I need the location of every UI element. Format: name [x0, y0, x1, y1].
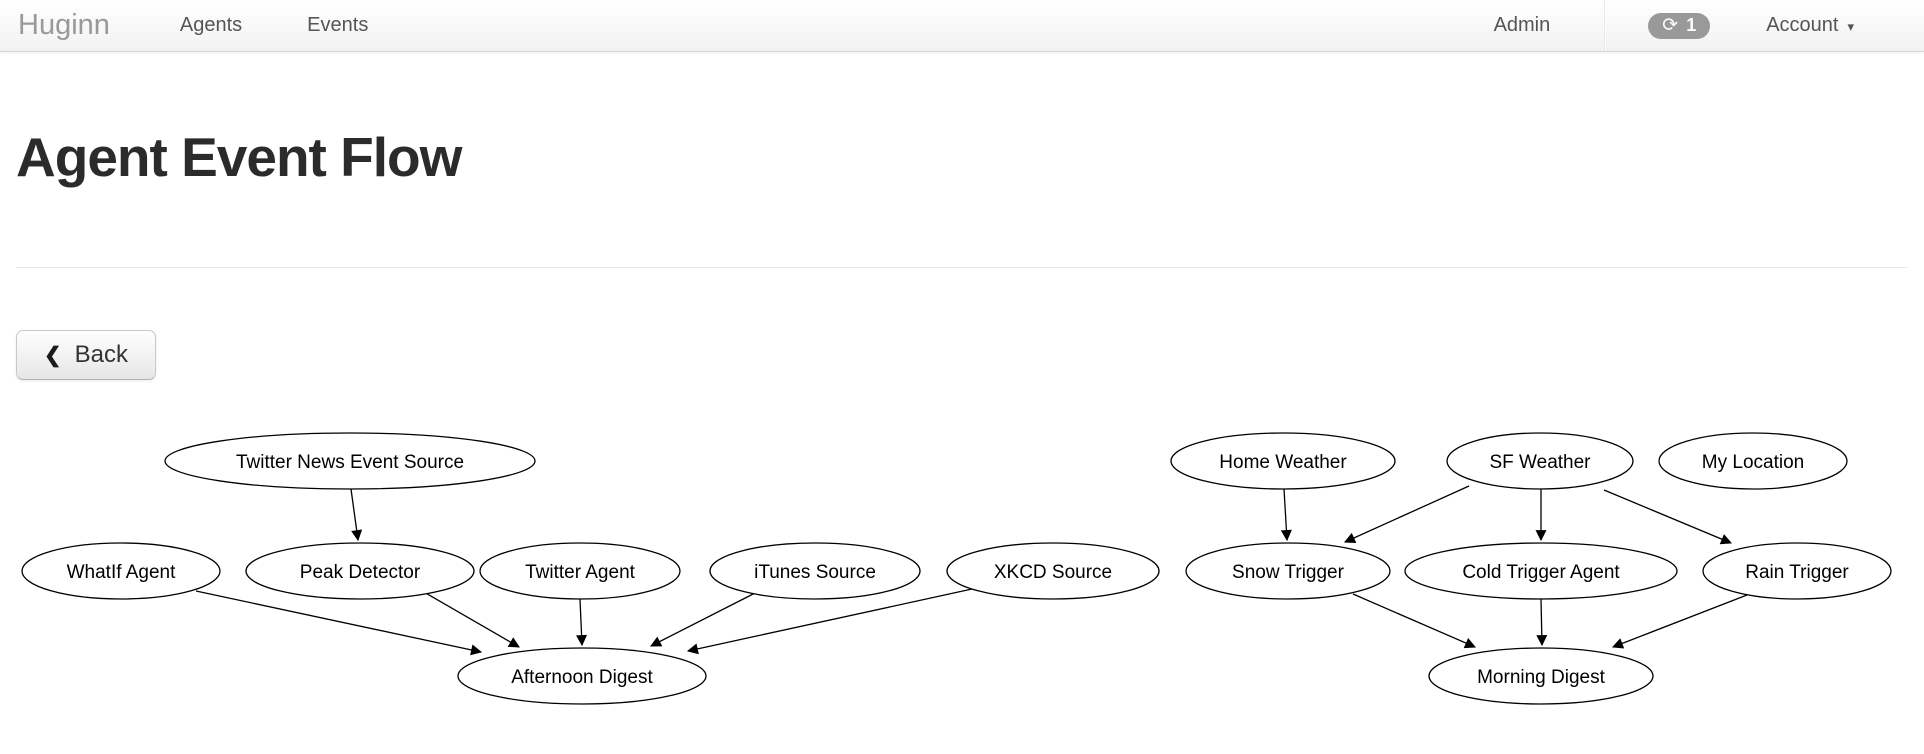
node-label-peak-detector: Peak Detector [300, 562, 421, 583]
node-label-sf-weather: SF Weather [1489, 452, 1591, 473]
node-ellipse-twitter-news-event-source [164, 432, 536, 490]
node-ellipse-snow-trigger [1185, 542, 1391, 600]
nav-item-events[interactable]: Events [307, 14, 369, 36]
node-ellipse-cold-trigger-agent [1404, 542, 1678, 600]
page-title: Agent Event Flow [16, 126, 462, 188]
node-afternoon-digest: Afternoon Digest [457, 647, 707, 705]
edge-home-weather-to-snow-trigger [1280, 488, 1292, 542]
nav-item-agents[interactable]: Agents [179, 14, 243, 36]
edge-twitter-agent-to-afternoon-digest [576, 598, 588, 647]
node-whatif-agent: WhatIf Agent [21, 542, 221, 600]
edge-itunes-source-to-afternoon-digest [650, 591, 758, 647]
node-sf-weather: SF Weather [1446, 432, 1634, 490]
node-ellipse-morning-digest [1428, 647, 1654, 705]
refresh-icon: ⟳ [1662, 15, 1679, 36]
navbar: Huginn Agents Events Admin ⟳ 1 Account ▾ [0, 0, 1924, 52]
node-morning-digest: Morning Digest [1428, 647, 1654, 705]
node-peak-detector: Peak Detector [245, 542, 475, 600]
node-label-rain-trigger: Rain Trigger [1745, 562, 1849, 583]
node-xkcd-source: XKCD Source [946, 542, 1160, 600]
brand-logo[interactable]: Huginn [18, 9, 110, 41]
node-twitter-agent: Twitter Agent [479, 542, 681, 600]
node-ellipse-xkcd-source [946, 542, 1160, 600]
edge-sf-weather-to-snow-trigger [1343, 485, 1470, 543]
node-label-whatif-agent: WhatIf Agent [67, 562, 177, 583]
node-ellipse-peak-detector [245, 542, 475, 600]
node-rain-trigger: Rain Trigger [1702, 542, 1892, 600]
node-itunes-source: iTunes Source [709, 542, 921, 600]
edge-whatif-agent-to-afternoon-digest [195, 590, 483, 656]
navbar-divider [1604, 0, 1607, 51]
edge-xkcd-source-to-afternoon-digest [686, 588, 973, 655]
edge-sf-weather-to-rain-trigger [1603, 489, 1733, 545]
chevron-left-icon: ❮ [44, 343, 62, 367]
account-label: Account [1766, 14, 1839, 36]
node-ellipse-home-weather [1170, 432, 1396, 490]
node-ellipse-itunes-source [709, 542, 921, 600]
node-label-home-weather: Home Weather [1219, 452, 1347, 473]
chevron-down-icon: ▾ [1847, 19, 1854, 34]
node-label-afternoon-digest: Afternoon Digest [511, 667, 653, 688]
node-label-twitter-agent: Twitter Agent [525, 562, 636, 583]
nav-item-admin[interactable]: Admin [1493, 14, 1551, 36]
jobs-badge[interactable]: ⟳ 1 [1648, 12, 1711, 39]
node-ellipse-afternoon-digest [457, 647, 707, 705]
node-home-weather: Home Weather [1170, 432, 1396, 490]
node-cold-trigger-agent: Cold Trigger Agent [1404, 542, 1678, 600]
back-button[interactable]: ❮ Back [16, 330, 156, 380]
node-snow-trigger: Snow Trigger [1185, 542, 1391, 600]
node-ellipse-whatif-agent [21, 542, 221, 600]
node-twitter-news-event-source: Twitter News Event Source [164, 432, 536, 490]
edge-twitter-news-event-source-to-peak-detector [350, 488, 363, 542]
node-label-itunes-source: iTunes Source [754, 562, 876, 583]
node-ellipse-sf-weather [1446, 432, 1634, 490]
navbar-right: Admin ⟳ 1 Account ▾ [1494, 0, 1854, 51]
edge-snow-trigger-to-morning-digest [1352, 593, 1477, 649]
back-button-label: Back [74, 341, 128, 368]
edge-rain-trigger-to-morning-digest [1611, 594, 1748, 649]
node-label-my-location: My Location [1702, 452, 1804, 473]
node-label-morning-digest: Morning Digest [1477, 667, 1605, 688]
node-label-cold-trigger-agent: Cold Trigger Agent [1462, 562, 1620, 583]
node-label-twitter-news-event-source: Twitter News Event Source [236, 452, 464, 473]
node-ellipse-twitter-agent [479, 542, 681, 600]
node-ellipse-rain-trigger [1702, 542, 1892, 600]
edge-peak-detector-to-afternoon-digest [423, 591, 520, 648]
node-my-location: My Location [1658, 432, 1848, 490]
diagram-edges [195, 485, 1748, 656]
edge-cold-trigger-agent-to-morning-digest [1536, 598, 1548, 647]
title-divider [16, 267, 1908, 268]
node-label-xkcd-source: XKCD Source [994, 562, 1112, 583]
node-label-snow-trigger: Snow Trigger [1232, 562, 1345, 583]
account-menu[interactable]: Account ▾ [1766, 14, 1854, 37]
jobs-badge-count: 1 [1686, 15, 1697, 35]
page-content: Agent Event Flow ❮ Back [0, 52, 1924, 380]
node-ellipse-my-location [1658, 432, 1848, 490]
